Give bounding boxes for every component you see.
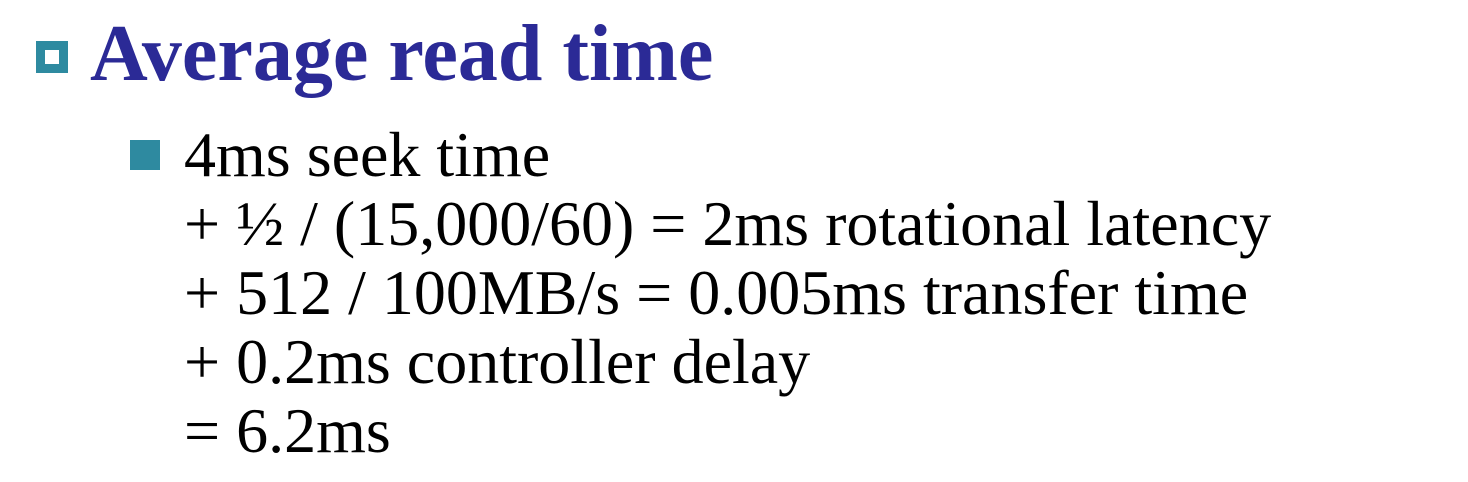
line-rotational-latency: + ½ / (15,000/60) = 2ms rotational laten…: [184, 188, 1272, 259]
sub-bullet-item: 4ms seek time + ½ / (15,000/60) = 2ms ro…: [130, 120, 1271, 465]
hollow-square-icon: [36, 41, 68, 73]
calculation-lines: 4ms seek time + ½ / (15,000/60) = 2ms ro…: [184, 120, 1271, 465]
line-transfer-time: + 512 / 100MB/s = 0.005ms transfer time: [184, 257, 1249, 328]
heading-text: Average read time: [90, 10, 714, 98]
filled-square-icon: [130, 140, 160, 170]
heading: Average read time: [36, 6, 713, 102]
line-total: = 6.2ms: [184, 395, 391, 466]
line-controller-delay: + 0.2ms controller delay: [184, 326, 811, 397]
line-seek-time: 4ms seek time: [184, 119, 551, 190]
